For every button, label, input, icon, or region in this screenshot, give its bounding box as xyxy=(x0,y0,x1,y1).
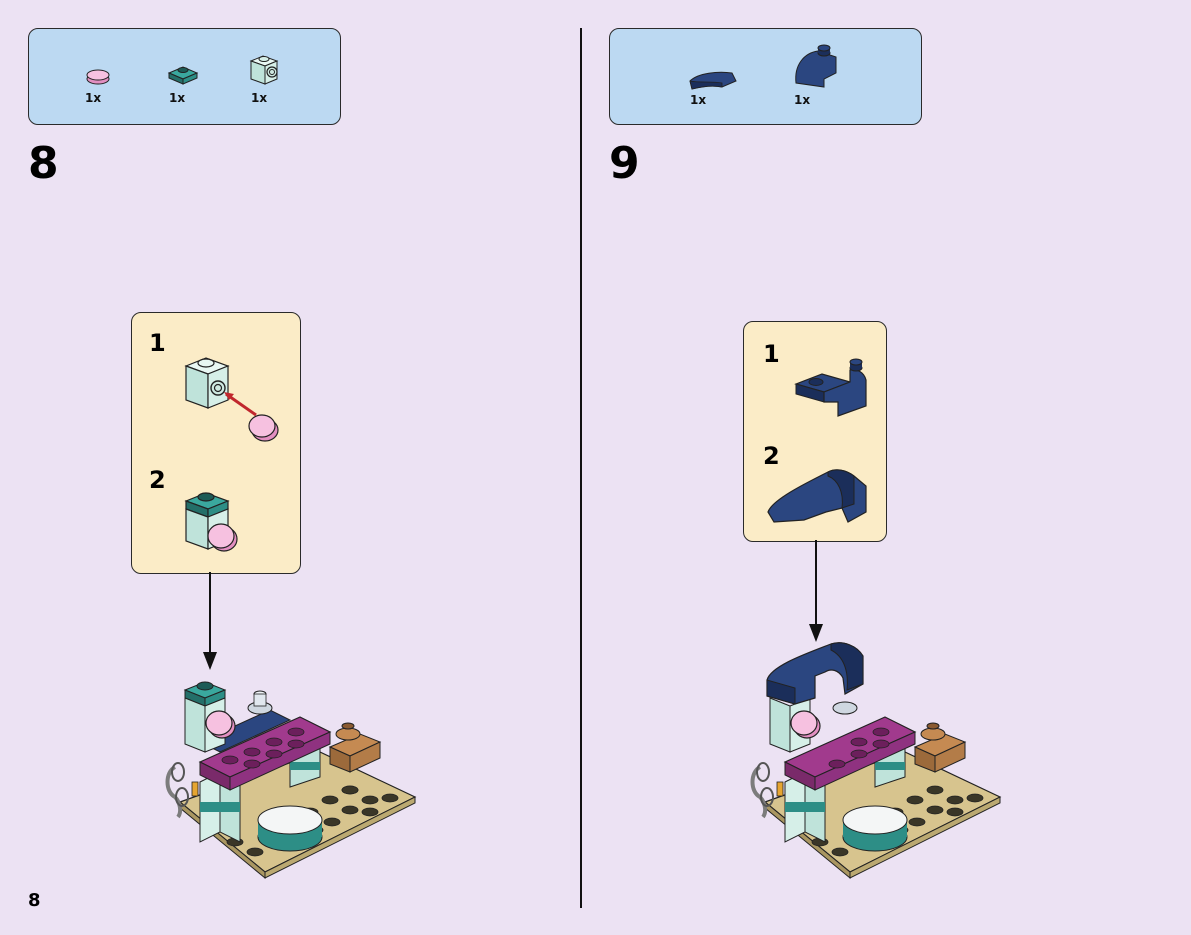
step9-placement-arrow xyxy=(809,540,823,642)
step8-parts-panel: 1x 1x 1x xyxy=(28,28,341,125)
step9-substep1-number: 1 xyxy=(763,340,780,368)
step8-number: 8 xyxy=(28,138,59,189)
step9-substep2-number: 2 xyxy=(763,442,780,470)
step8-part3-qty: 1x xyxy=(251,91,268,105)
dark-blue-slopes-combined-icon xyxy=(767,469,867,523)
dark-blue-slope-with-stud-icon xyxy=(795,44,837,88)
step9-part2-qty: 1x xyxy=(794,93,811,107)
step9-part1-qty: 1x xyxy=(690,93,707,107)
step8-subassembly-panel: 1 2 xyxy=(131,312,301,574)
step8-substep2-number: 2 xyxy=(149,466,166,494)
step8-part2-qty: 1x xyxy=(169,91,186,105)
step9-number: 9 xyxy=(609,138,640,189)
step8-part1-qty: 1x xyxy=(85,91,102,105)
page-number: 8 xyxy=(28,890,41,911)
pink-round-plate-icon xyxy=(86,69,110,85)
step8-substep1-number: 1 xyxy=(149,329,166,357)
teal-plate-on-aqua-brick-icon xyxy=(184,492,238,552)
step9-parts-panel: 1x 1x xyxy=(609,28,922,125)
step9-model-illustration xyxy=(750,642,1002,880)
step8-placement-arrow xyxy=(203,572,217,670)
step9-subassembly-panel: 1 2 xyxy=(743,321,887,542)
dark-blue-slope-substep1-icon xyxy=(794,358,867,417)
aqua-brick-with-side-stud-icon xyxy=(184,357,279,442)
page-divider xyxy=(580,28,582,908)
step8-model-illustration xyxy=(165,681,417,880)
dark-blue-curved-slope-icon xyxy=(689,71,737,90)
teal-plate-1x1-icon xyxy=(167,66,199,85)
light-aqua-brick-side-stud-icon xyxy=(249,55,279,85)
